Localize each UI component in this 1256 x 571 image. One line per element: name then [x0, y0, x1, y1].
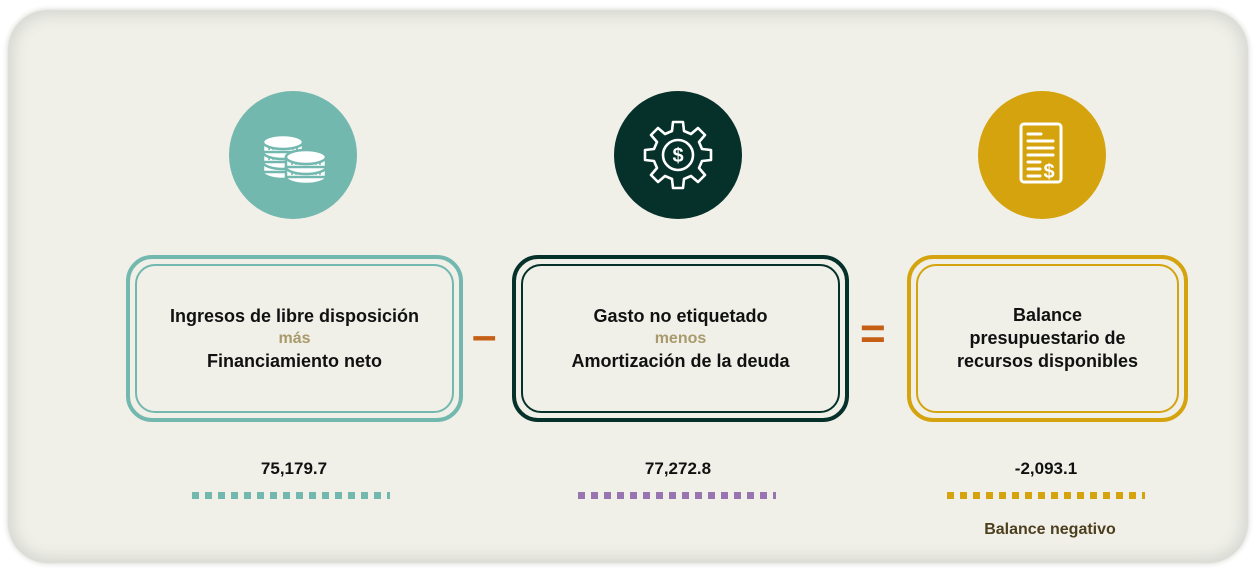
coins-icon	[261, 133, 328, 186]
ingresos-line: Ingresos de libre disposición	[169, 305, 420, 326]
connector-mas: más	[278, 329, 311, 347]
document-dollar-icon: $	[1019, 122, 1063, 184]
equals-operator: =	[860, 309, 886, 358]
balance-box: Balance presupuestario de recursos dispo…	[907, 255, 1188, 422]
gasto-box: Gasto no etiquetado menos Amortización d…	[512, 255, 849, 422]
minus-operator: –	[472, 311, 497, 360]
coins-circle	[229, 91, 357, 219]
ingresos-dots	[192, 492, 390, 499]
svg-text:$: $	[672, 145, 683, 167]
balance-line-1: Balance	[1012, 305, 1083, 325]
ingresos-value: 75,179.7	[260, 459, 328, 478]
document-circle: $	[978, 91, 1106, 219]
gear-circle: $	[614, 91, 742, 219]
connector-menos: menos	[654, 329, 707, 347]
balance-negativo-label: Balance negativo	[984, 521, 1116, 538]
balance-value: -2,093.1	[1014, 459, 1078, 478]
ingresos-box: Ingresos de libre disposición más Financ…	[126, 255, 463, 422]
gear-dollar-icon: $	[643, 120, 713, 190]
gasto-value: 77,272.8	[644, 459, 712, 478]
amortizacion-line: Amortización de la deuda	[571, 350, 790, 371]
balance-line-3: recursos disponibles	[956, 351, 1139, 371]
balance-line-2: presupuestario de	[969, 328, 1126, 348]
gasto-dots	[578, 492, 776, 499]
financiamiento-line: Financiamiento neto	[206, 350, 383, 371]
gasto-line: Gasto no etiquetado	[593, 305, 768, 326]
balance-dots	[947, 492, 1145, 499]
svg-text:$: $	[1043, 161, 1054, 183]
